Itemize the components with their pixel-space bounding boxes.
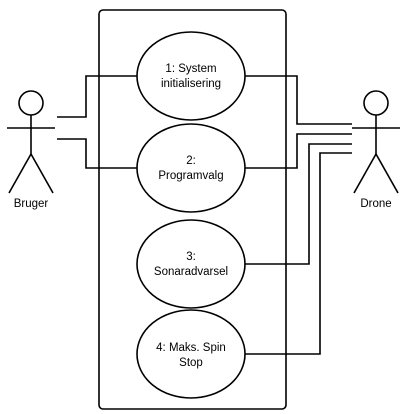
use-case-ellipse bbox=[136, 309, 246, 399]
system-boundary bbox=[98, 9, 287, 410]
actor-head bbox=[18, 90, 44, 116]
connector-bruger-uc2 bbox=[57, 138, 137, 169]
use-case-label-line1: 4: Maks. Spin bbox=[156, 342, 226, 354]
actor-head bbox=[363, 90, 389, 116]
use-case-2[interactable]: 2: Programvalg bbox=[136, 123, 246, 213]
actor-drone[interactable]: Drone bbox=[352, 90, 400, 210]
use-case-ellipse bbox=[136, 219, 246, 309]
use-case-label-line1: 3: bbox=[186, 251, 196, 263]
use-case-label-line1: 2: bbox=[186, 155, 196, 167]
use-case-label-line2: Stop bbox=[179, 357, 203, 369]
use-case-label-line2: Programvalg bbox=[158, 170, 223, 182]
actor-left-leg bbox=[8, 153, 32, 194]
use-case-label-line2: initialisering bbox=[161, 78, 221, 90]
use-case-ellipse bbox=[136, 31, 246, 121]
actor-bruger[interactable]: Bruger bbox=[7, 90, 55, 210]
use-case-ellipse bbox=[136, 123, 246, 213]
connector-bruger-uc1 bbox=[57, 75, 137, 118]
use-case-3[interactable]: 3: Sonaradvarsel bbox=[136, 219, 246, 309]
use-case-label-line2: Sonaradvarsel bbox=[154, 266, 228, 278]
actor-label: Drone bbox=[360, 198, 391, 210]
connector-drone-uc4 bbox=[245, 152, 352, 355]
connector-drone-uc1 bbox=[245, 75, 352, 125]
connector-drone-uc3 bbox=[245, 143, 352, 265]
actor-right-leg bbox=[30, 153, 54, 194]
actor-left-leg bbox=[353, 153, 377, 194]
use-case-4[interactable]: 4: Maks. Spin Stop bbox=[136, 309, 246, 399]
use-case-label-line1: 1: System bbox=[165, 63, 216, 75]
actor-label: Bruger bbox=[14, 198, 49, 210]
connector-drone-uc2 bbox=[245, 133, 352, 169]
use-case-1[interactable]: 1: System initialisering bbox=[136, 31, 246, 121]
actor-right-leg bbox=[375, 153, 399, 194]
